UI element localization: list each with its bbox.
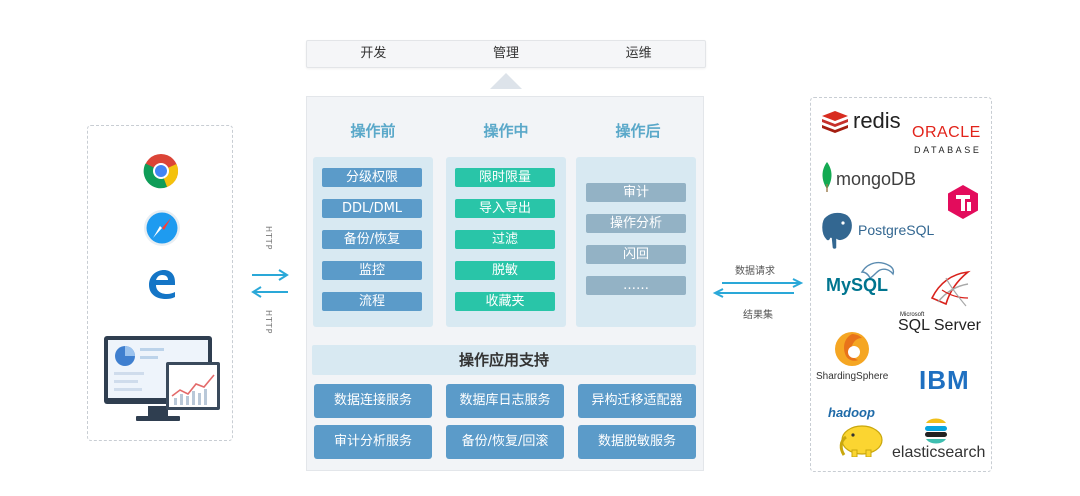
service-button[interactable]: 审计分析服务: [314, 425, 432, 459]
feature-pill[interactable]: 限时限量: [455, 168, 555, 187]
feature-pill[interactable]: 收藏夹: [455, 292, 555, 311]
postgresql-logo-text: PostgreSQL: [858, 222, 934, 238]
feature-pill[interactable]: 监控: [322, 261, 422, 280]
tab-dev[interactable]: 开发: [307, 41, 440, 67]
monitor-dashboard-icon: [102, 334, 222, 426]
oracle-logo-text: ORACLE: [912, 124, 981, 142]
hadoop-logo-text: hadoop: [828, 405, 875, 420]
chrome-icon: [143, 153, 179, 189]
support-title-bar: 操作应用支持: [312, 345, 696, 375]
mysql-logo-text: MySQL: [826, 275, 888, 296]
service-button[interactable]: 备份/恢复/回滚: [446, 425, 564, 459]
feature-pill[interactable]: 操作分析: [586, 214, 686, 233]
http-label-bottom: HTTP: [264, 310, 273, 334]
request-response-arrow-icon: [712, 278, 804, 298]
http-label-top: HTTP: [264, 226, 273, 250]
feature-pill[interactable]: 脱敏: [455, 261, 555, 280]
feature-pill[interactable]: 分级权限: [322, 168, 422, 187]
service-button[interactable]: 数据脱敏服务: [578, 425, 696, 459]
edge-icon: [145, 267, 177, 299]
feature-pill[interactable]: 流程: [322, 292, 422, 311]
elasticsearch-logo-text: elasticsearch: [892, 444, 985, 462]
service-button[interactable]: 数据连接服务: [314, 384, 432, 418]
request-label: 数据请求: [735, 262, 775, 277]
sqlserver-icon: [928, 268, 972, 310]
shardingsphere-logo-text: ShardingSphere: [816, 371, 888, 382]
elasticsearch-icon: [922, 415, 950, 445]
feature-pill[interactable]: ……: [586, 276, 686, 295]
feature-pill[interactable]: 审计: [586, 183, 686, 202]
bidirectional-arrow-icon: [250, 266, 290, 300]
column-title-during: 操作中: [446, 120, 566, 141]
service-button[interactable]: 数据库日志服务: [446, 384, 564, 418]
mongodb-logo-text: mongoDB: [836, 169, 916, 190]
hadoop-elephant-icon: [838, 421, 886, 457]
redis-logo-text: redis: [853, 108, 901, 134]
feature-pill[interactable]: 备份/恢复: [322, 230, 422, 249]
redis-icon: [820, 110, 850, 134]
postgresql-elephant-icon: [818, 210, 858, 252]
tab-pointer: [490, 73, 522, 89]
feature-pill[interactable]: 闪回: [586, 245, 686, 264]
safari-icon: [143, 209, 181, 247]
top-tabs: 开发 管理 运维: [306, 40, 706, 68]
tidb-icon: [947, 184, 979, 220]
feature-pill[interactable]: DDL/DML: [322, 199, 422, 218]
mongodb-leaf-icon: [820, 162, 834, 192]
tab-ops[interactable]: 运维: [572, 41, 705, 67]
oracle-database-text: DATABASE: [914, 145, 981, 155]
feature-pill[interactable]: 导入导出: [455, 199, 555, 218]
column-title-after: 操作后: [578, 120, 698, 141]
result-label: 结果集: [743, 306, 773, 321]
sqlserver-logo-text: SQL Server: [898, 317, 981, 335]
ibm-logo-text: IBM: [919, 365, 970, 396]
tab-manage[interactable]: 管理: [440, 41, 573, 67]
shardingsphere-icon: [832, 330, 872, 368]
column-title-before: 操作前: [313, 120, 433, 141]
feature-pill[interactable]: 过滤: [455, 230, 555, 249]
service-button[interactable]: 异构迁移适配器: [578, 384, 696, 418]
